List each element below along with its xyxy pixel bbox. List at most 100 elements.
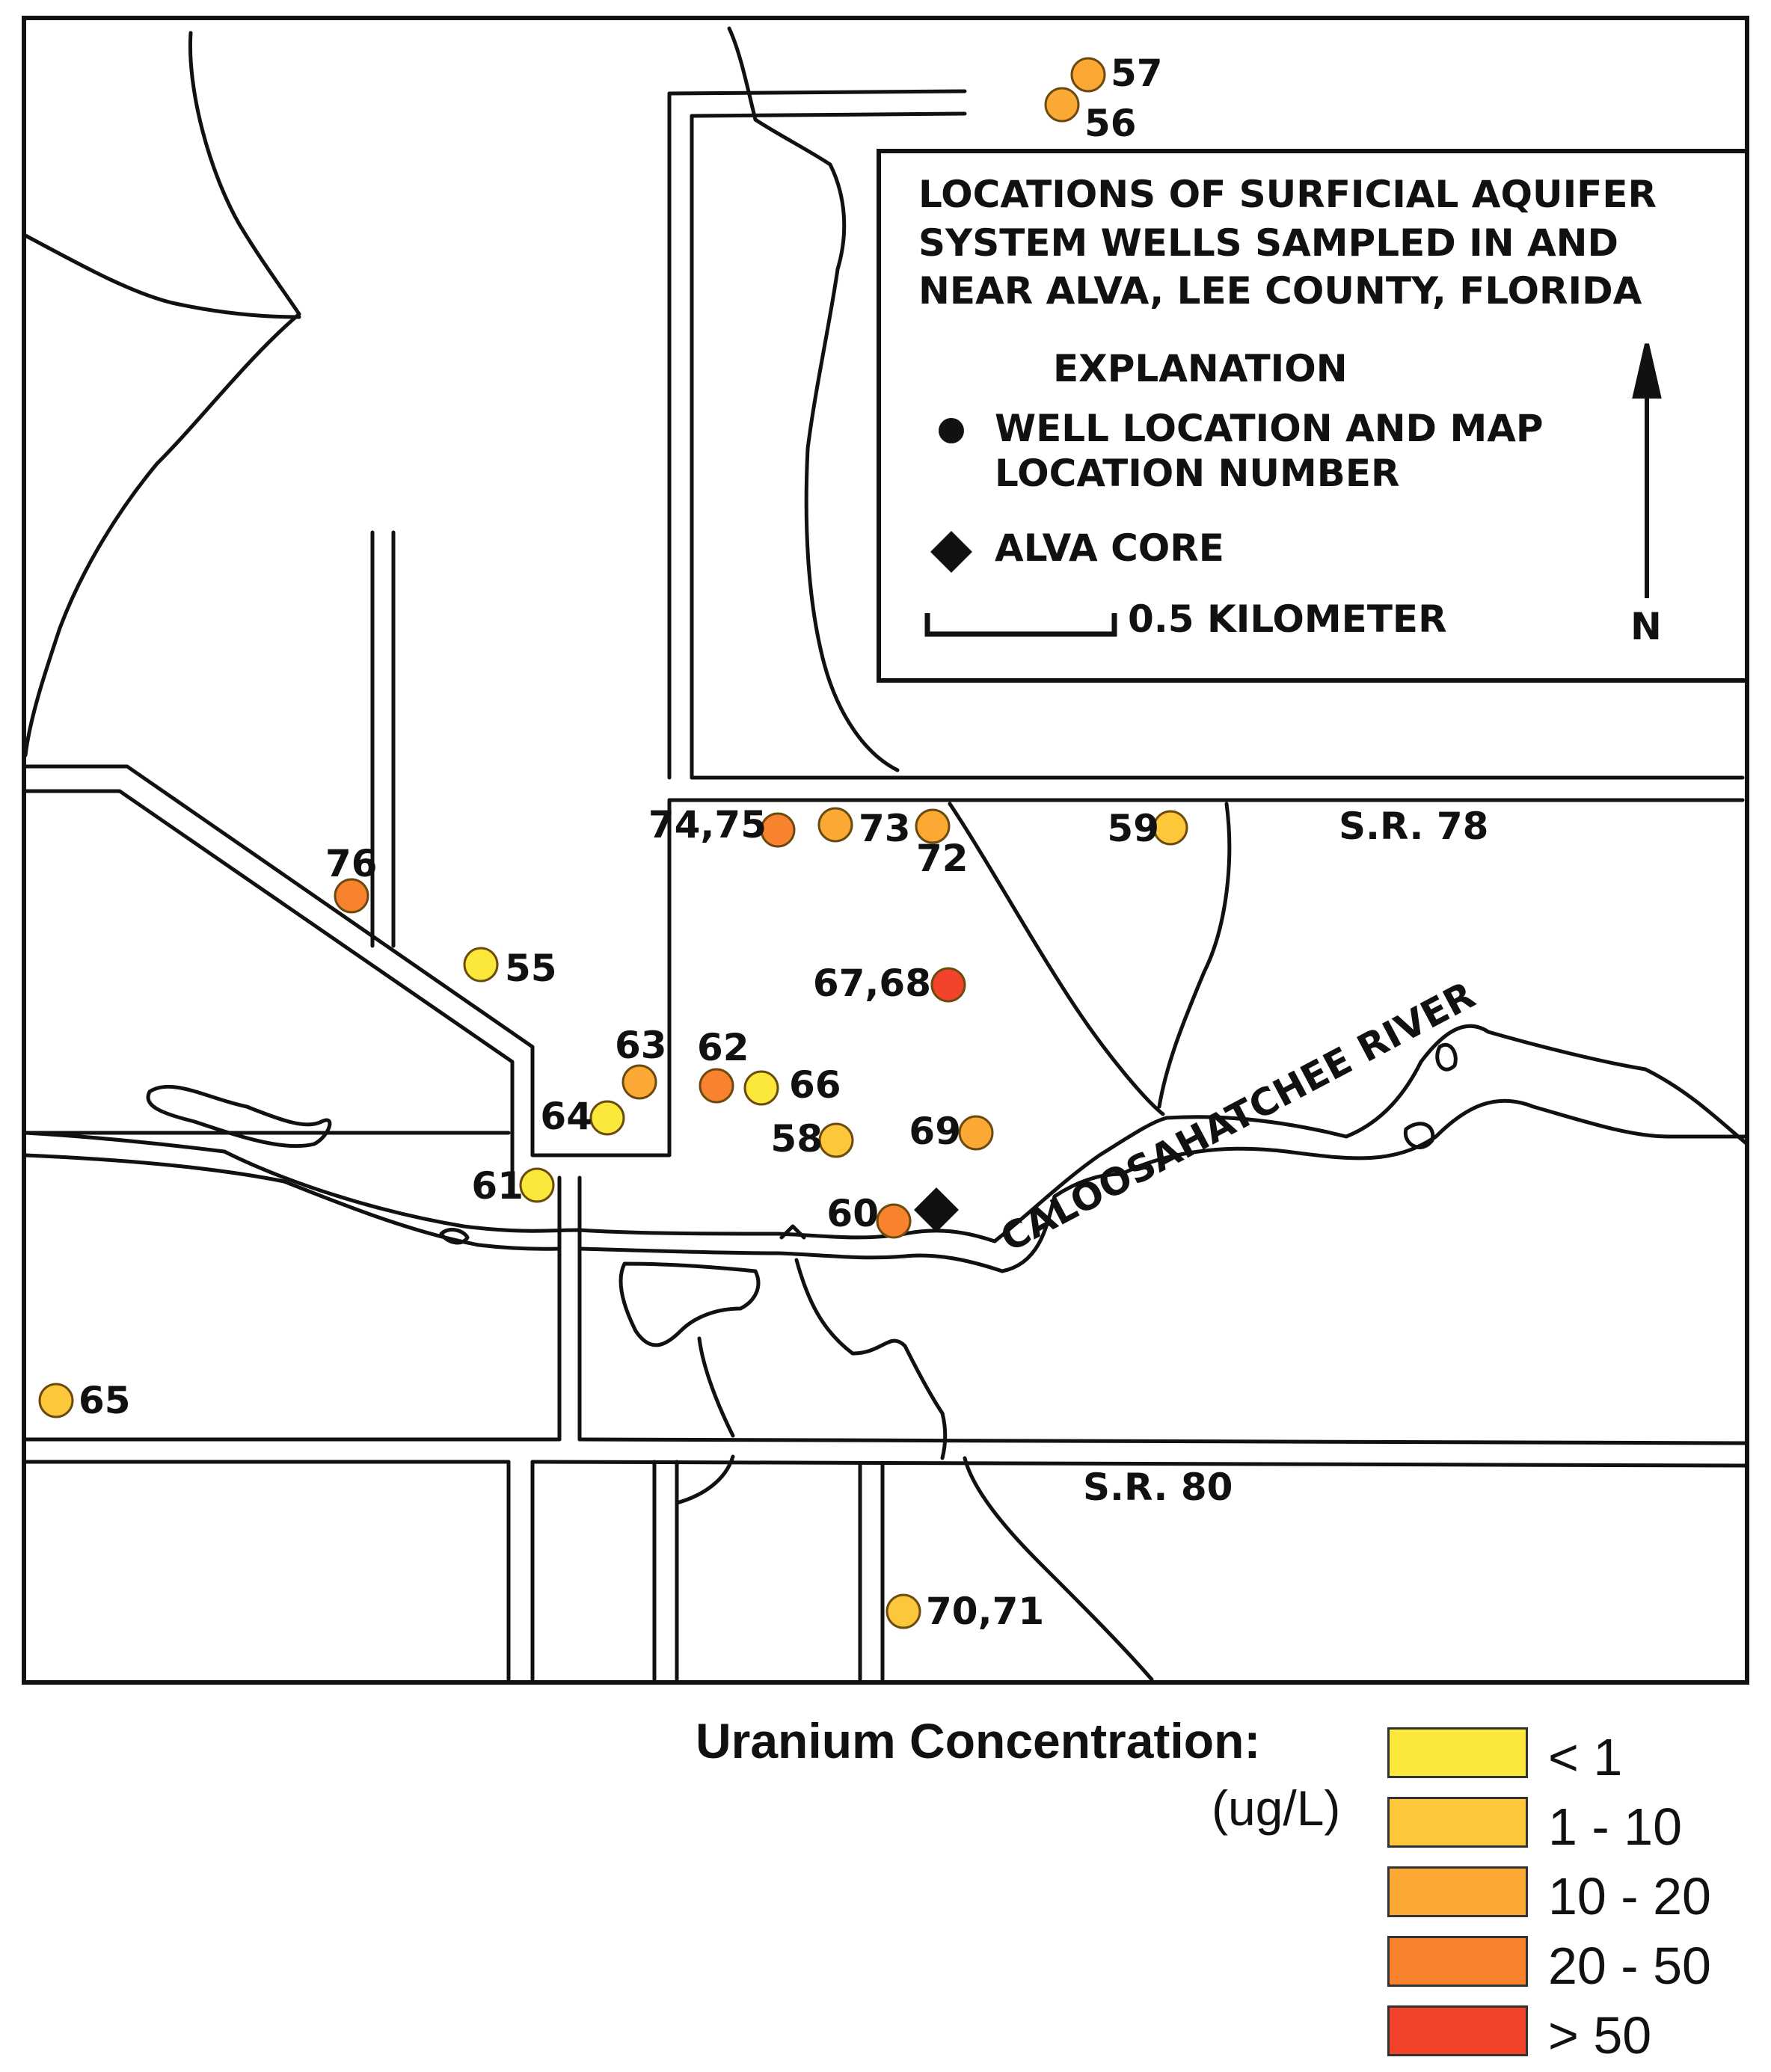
map-title-line-1: LOCATIONS OF SURFICIAL AQUIFER [918, 173, 1657, 216]
well-label: 65 [79, 1379, 131, 1422]
well-label: 62 [697, 1026, 749, 1069]
legend-label: 1 - 10 [1548, 1798, 1682, 1856]
well-legend-line-1: WELL LOCATION AND MAP [995, 407, 1544, 450]
well-58[interactable]: 58 [770, 1117, 854, 1160]
legend-swatch [1387, 1727, 1528, 1778]
well-marker[interactable] [958, 1115, 994, 1151]
well-label: 66 [789, 1063, 841, 1107]
well-56[interactable]: 56 [1044, 87, 1137, 145]
well-label: 56 [1084, 102, 1137, 145]
well-marker[interactable] [334, 878, 369, 914]
well-66[interactable]: 66 [743, 1063, 841, 1107]
core-legend-label: ALVA CORE [995, 526, 1224, 570]
well-59[interactable]: 59 [1107, 807, 1188, 850]
well-label: 74,75 [648, 803, 767, 846]
legend-label: 20 - 50 [1548, 1937, 1711, 1995]
well-marker[interactable] [818, 1122, 854, 1158]
well-64[interactable]: 64 [540, 1095, 625, 1138]
well-74-75[interactable]: 74,75 [648, 803, 796, 848]
well-label: 73 [859, 807, 911, 850]
north-arrow-icon [1632, 343, 1662, 598]
well-label: 76 [325, 842, 378, 885]
legend-swatch [1387, 2005, 1528, 2056]
well-marker[interactable] [1152, 810, 1188, 846]
roads [23, 89, 1749, 1682]
well-marker[interactable] [817, 807, 853, 843]
map-title-line-3: NEAR ALVA, LEE COUNTY, FLORIDA [918, 269, 1642, 313]
legend-class-10-20: 10 - 20 [1387, 1866, 1761, 1926]
well-marker[interactable] [876, 1203, 912, 1239]
well-marker[interactable] [1070, 57, 1106, 93]
well-label: 60 [826, 1192, 879, 1235]
uranium-legend-units: (ug/L) [1212, 1780, 1341, 1836]
wells-layer: 57 56 74,75 73 72 59 76 55 67,68 63 62 6… [38, 52, 1188, 1633]
well-label: 59 [1107, 807, 1159, 850]
legend-class-gt50: > 50 [1387, 2005, 1761, 2065]
well-61[interactable]: 61 [471, 1164, 555, 1208]
core-diamond-icon [930, 531, 972, 573]
legend-swatch [1387, 1866, 1528, 1917]
scale-label: 0.5 KILOMETER [1128, 597, 1447, 641]
sr80-label: S.R. 80 [1083, 1466, 1233, 1509]
well-marker[interactable] [463, 947, 499, 983]
well-76[interactable]: 76 [325, 842, 378, 914]
well-marker[interactable] [589, 1100, 625, 1136]
uranium-legend-title: Uranium Concentration: [696, 1713, 1261, 1768]
legend-class-lt1: < 1 [1387, 1727, 1761, 1787]
legend-swatch [1387, 1936, 1528, 1987]
well-label: 58 [770, 1117, 823, 1160]
well-label: 57 [1111, 52, 1163, 95]
north-label: N [1630, 605, 1662, 648]
well-label: 61 [471, 1164, 524, 1208]
road-labels: S.R. 78 S.R. 80 CALOOSAHATCHEE RIVER [993, 805, 1488, 1509]
caloosahatchee-river [23, 1024, 1749, 1347]
well-65[interactable]: 65 [38, 1379, 131, 1422]
map-frame [22, 16, 1749, 1685]
well-label: 70,71 [926, 1590, 1044, 1633]
legend-label: > 50 [1548, 2006, 1652, 2065]
well-70-71[interactable]: 70,71 [886, 1590, 1044, 1633]
well-72[interactable]: 72 [915, 808, 969, 880]
map-title-line-2: SYSTEM WELLS SAMPLED IN AND [918, 221, 1618, 265]
well-60[interactable]: 60 [826, 1192, 912, 1239]
well-marker[interactable] [760, 812, 796, 848]
well-55[interactable]: 55 [463, 947, 557, 990]
well-marker[interactable] [519, 1167, 555, 1203]
well-73[interactable]: 73 [817, 807, 911, 850]
well-label: 67,68 [813, 962, 931, 1005]
legend-label: < 1 [1548, 1728, 1623, 1786]
well-marker[interactable] [38, 1383, 74, 1418]
explanation-heading: EXPLANATION [1053, 347, 1348, 390]
map-legend-text: LOCATIONS OF SURFICIAL AQUIFER SYSTEM WE… [918, 173, 1662, 648]
well-57[interactable]: 57 [1070, 52, 1163, 95]
well-67-68[interactable]: 67,68 [813, 962, 966, 1005]
streams [23, 26, 1232, 1682]
legend-class-20-50: 20 - 50 [1387, 1936, 1761, 1996]
well-marker[interactable] [1044, 87, 1080, 123]
well-legend-line-2: LOCATION NUMBER [995, 452, 1400, 495]
well-label: 64 [540, 1095, 592, 1138]
well-marker[interactable] [915, 808, 951, 844]
well-marker[interactable] [930, 967, 966, 1003]
well-marker[interactable] [699, 1068, 734, 1104]
well-marker[interactable] [743, 1070, 779, 1106]
well-marker[interactable] [621, 1064, 657, 1100]
legend-label: 10 - 20 [1548, 1867, 1711, 1925]
well-label: 72 [916, 837, 969, 880]
river-label: CALOOSAHATCHEE RIVER [993, 974, 1482, 1261]
well-label: 69 [909, 1110, 961, 1153]
alva-core-marker [914, 1187, 959, 1232]
well-63[interactable]: 63 [615, 1024, 667, 1100]
map-legend-box [877, 149, 1749, 683]
well-symbol-icon [939, 418, 964, 443]
well-marker[interactable] [886, 1593, 921, 1629]
legend-class-1-10: 1 - 10 [1387, 1797, 1761, 1857]
well-label: 63 [615, 1024, 667, 1067]
sr78-label: S.R. 78 [1339, 805, 1488, 848]
well-62[interactable]: 62 [697, 1026, 749, 1104]
well-label: 55 [505, 947, 557, 990]
legend-swatch [1387, 1797, 1528, 1848]
scale-bar [924, 613, 1117, 637]
well-69[interactable]: 69 [909, 1110, 994, 1153]
